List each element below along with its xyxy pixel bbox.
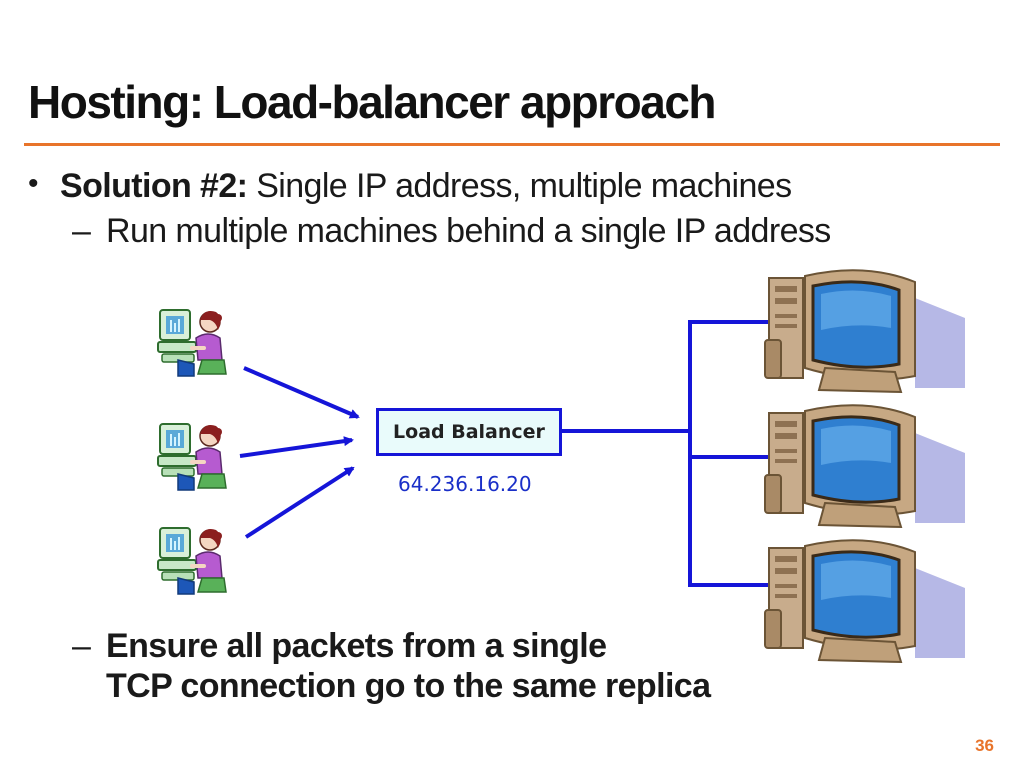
sub-bullet-text-line2: TCP connection go to the same replica [106, 667, 711, 705]
client-icon-2 [156, 422, 228, 492]
sub-bullet-dash: – [72, 627, 91, 665]
bullet-text: Solution #2: Single IP address, multiple… [60, 166, 792, 206]
client-arrow-1 [243, 366, 360, 419]
client-icon-3 [156, 526, 228, 596]
sub-bullet-dash: – [72, 212, 91, 250]
load-balancer-label: Load Balancer [393, 421, 545, 443]
sub-bullet-text: Run multiple machines behind a single IP… [106, 212, 831, 250]
title-underline [24, 143, 1000, 146]
client-arrow-3 [244, 466, 355, 539]
client-arrow-2 [239, 436, 354, 458]
server-icon-1 [763, 268, 967, 394]
bullet-rest: Single IP address, multiple machines [247, 167, 792, 205]
server-icon-2 [763, 403, 967, 529]
page-number: 36 [975, 736, 994, 755]
load-balancer-ip: 64.236.16.20 [398, 472, 532, 496]
client-icon-1 [156, 308, 228, 378]
bullet-dot: • [28, 167, 39, 200]
slide-title: Hosting: Load-balancer approach [28, 76, 717, 128]
load-balancer-box: Load Balancer [376, 408, 562, 456]
bullet-bold-label: Solution #2: [60, 167, 248, 205]
sub-bullet-text-line1: Ensure all packets from a single [106, 627, 607, 665]
server-icon-3 [763, 538, 967, 664]
